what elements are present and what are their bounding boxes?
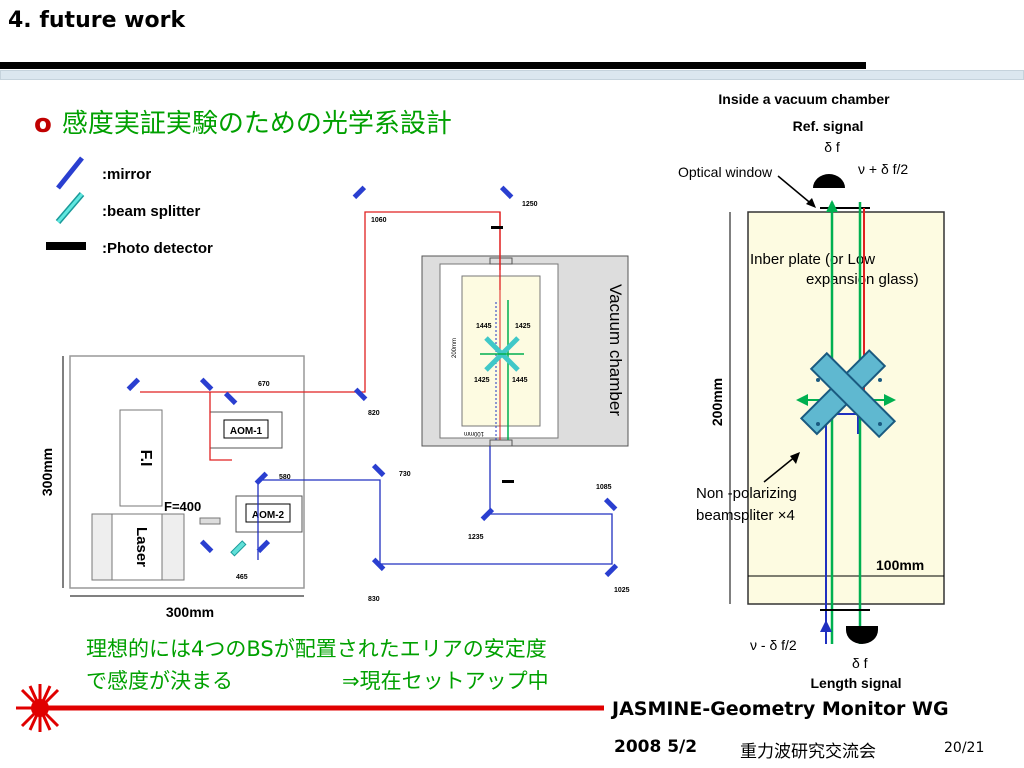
faraday-isolator — [119, 409, 163, 507]
label-1445-b: 1445 — [512, 377, 528, 384]
mirror-580 — [254, 471, 269, 486]
optical-window-label: Optical window — [678, 164, 773, 180]
svg-text:200mm: 200mm — [452, 338, 458, 358]
length-signal-label: Length signal — [811, 675, 902, 691]
legend-splitter-label: :beam splitter — [102, 203, 201, 220]
label-1060: 1060 — [371, 217, 387, 224]
mirror-fi — [126, 377, 141, 392]
svg-text:AOM-2: AOM-2 — [252, 510, 285, 521]
laser-logo — [16, 684, 604, 732]
label-820: 820 — [368, 410, 380, 417]
svg-text:Inber plate (or Low: Inber plate (or Low — [750, 251, 875, 268]
dim-200mm-label: 200mm — [709, 378, 725, 426]
photo-detector-bottom — [502, 480, 514, 483]
mirror-820 — [353, 387, 368, 402]
bullet-heading: o 感度実証実験のための光学系設計 — [34, 103, 452, 140]
label-830: 830 — [368, 596, 380, 603]
mirror-830 — [371, 557, 386, 572]
delta-f-top: δ f — [824, 139, 840, 155]
page-title: 4. future work — [8, 8, 186, 33]
mirror-465-b — [256, 539, 271, 554]
mirror-1025 — [604, 563, 619, 578]
chamber-detail-diagram: Inside a vacuum chamber Ref. signal δ f … — [678, 91, 945, 691]
label-1445-a: 1445 — [476, 323, 492, 330]
vacuum-chamber-label: Vacuum chamber — [606, 284, 625, 416]
label-580: 580 — [279, 474, 291, 481]
label-465: 465 — [236, 574, 248, 581]
mirror-465-a — [199, 539, 214, 554]
beam-splitter-465 — [230, 540, 247, 557]
mirror-1060 — [352, 185, 367, 200]
label-730: 730 — [399, 471, 411, 478]
svg-text:100mm: 100mm — [464, 430, 484, 436]
note-line-2: で感度が決まる — [86, 669, 233, 693]
page-number: 20/21 — [944, 740, 985, 756]
note-arrow: ⇒現在セットアップ中 — [342, 669, 549, 693]
label-1425-b: 1425 — [474, 377, 490, 384]
dim-300mm-horizontal: 300mm — [166, 604, 214, 620]
mirror-670-a — [199, 377, 214, 392]
chamber-title: Inside a vacuum chamber — [718, 91, 890, 107]
blue-beam-path — [258, 446, 613, 565]
title-rule — [0, 62, 866, 69]
nu-plus-label: ν + δ f/2 — [858, 161, 908, 177]
legend-detector-icon — [46, 242, 86, 250]
footer-date: 2008 5/2 — [614, 737, 698, 757]
dim-300mm-vertical: 300mm — [39, 448, 55, 496]
beam-splitter-cross — [799, 349, 897, 439]
legend-detector-label: :Photo detector — [102, 240, 213, 257]
lens-f400-label: F=400 — [164, 499, 201, 514]
label-1425-a: 1425 — [515, 323, 531, 330]
legend-mirror-label: :mirror — [102, 166, 151, 183]
delta-f-bottom: δ f — [852, 655, 868, 671]
optical-layout-diagram: 300mm 300mm F.I Laser F=400 AOM-1 AOM-2 … — [39, 185, 630, 620]
inber-plate — [747, 211, 945, 605]
legend: :mirror :beam splitter :Photo detector — [46, 156, 213, 257]
footer-event: 重力波研究交流会 — [740, 742, 876, 762]
svg-text:AOM-1: AOM-1 — [230, 426, 263, 437]
heading-text: 感度実証実験のための光学系設計 — [61, 109, 452, 139]
legend-mirror-icon — [56, 156, 84, 190]
note-line-1: 理想的には4つのBSが配置されたエリアの安定度 — [86, 637, 547, 661]
beam-splitter-cross-small — [480, 336, 524, 372]
mirror-730 — [371, 463, 386, 478]
svg-text:beamspliter ×4: beamspliter ×4 — [696, 507, 795, 524]
svg-text:Laser: Laser — [133, 527, 150, 567]
label-1235: 1235 — [468, 534, 484, 541]
mirror-1235 — [480, 507, 495, 522]
bullet-marker: o — [34, 109, 52, 139]
label-1085: 1085 — [596, 484, 612, 491]
mirror-1085 — [603, 497, 618, 512]
photo-detector-ref — [813, 174, 845, 188]
footer-wg: JASMINE-Geometry Monitor WG — [612, 698, 949, 720]
mirror-1250 — [499, 185, 514, 200]
label-1025: 1025 — [614, 587, 630, 594]
ref-signal-label: Ref. signal — [793, 118, 864, 134]
svg-text:expansion glass): expansion glass) — [806, 271, 919, 288]
dim-100mm-label: 100mm — [876, 557, 924, 573]
nu-minus-label: ν - δ f/2 — [750, 637, 797, 653]
label-1250: 1250 — [522, 201, 538, 208]
label-670: 670 — [258, 381, 270, 388]
photo-detector-length — [846, 630, 878, 644]
svg-text:Non -polarizing: Non -polarizing — [696, 485, 797, 502]
svg-text:F.I: F.I — [137, 450, 154, 467]
